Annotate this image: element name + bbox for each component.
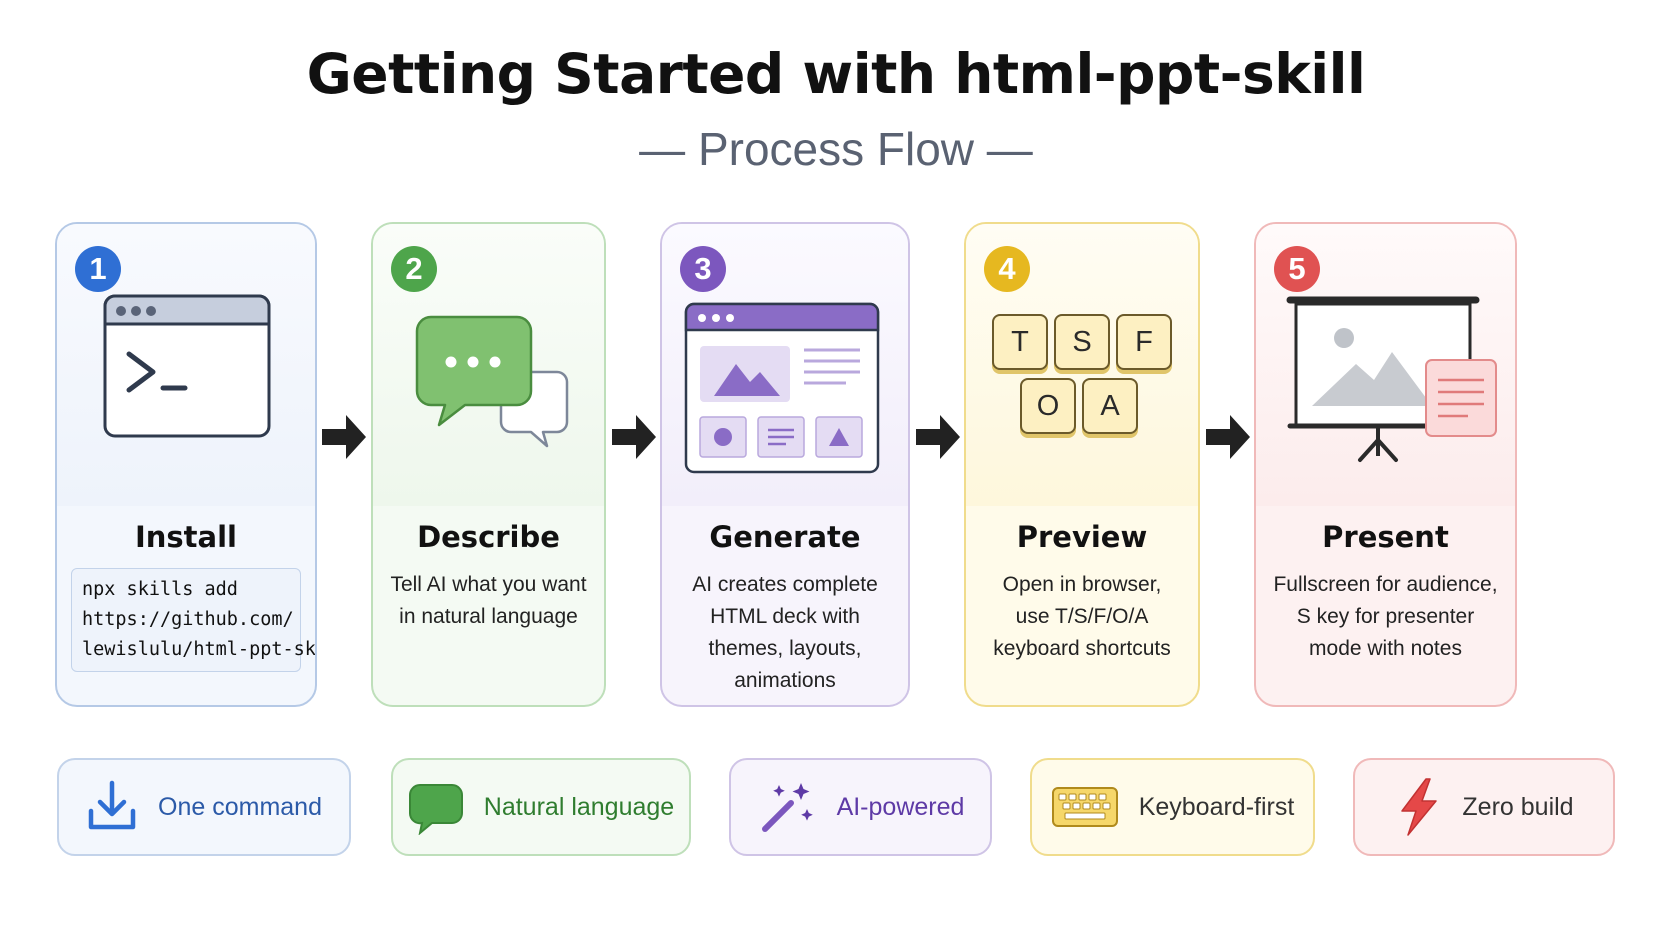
step-description: Tell AI what you want in natural languag…: [390, 573, 587, 628]
page-subtitle: — Process Flow —: [639, 123, 1033, 175]
lightning-icon: [1401, 778, 1438, 836]
feature-label: Natural language: [483, 792, 675, 821]
step-title: Preview: [1016, 520, 1148, 554]
keyboard-icon: [1051, 787, 1118, 827]
arrow-right-icon: [1206, 415, 1250, 459]
key-a: A: [1082, 378, 1138, 434]
download-icon: [88, 780, 136, 830]
web-page-layout-icon: [684, 302, 880, 474]
feature-zero-build: Zero build: [1353, 758, 1615, 856]
feature-label: Keyboard-first: [1138, 792, 1295, 821]
key-o: O: [1020, 378, 1076, 434]
install-command-code: npx skills add https://github.com/ lewis…: [71, 568, 315, 672]
step-title: Generate: [709, 520, 861, 554]
key-s: S: [1054, 314, 1110, 370]
arrow-right-icon: [322, 415, 366, 459]
step-number-badge: 1: [75, 246, 121, 292]
chat-bubbles-icon: [415, 315, 569, 448]
magic-wand-icon: [761, 783, 813, 832]
step-card-present: 5 Present Fullscreen for audience, S key…: [1254, 222, 1517, 707]
key-t: T: [992, 314, 1048, 370]
step-title: Present: [1322, 520, 1449, 554]
step-number-badge: 4: [984, 246, 1030, 292]
step-title: Describe: [417, 520, 560, 554]
feature-keyboard-first: Keyboard-first: [1030, 758, 1315, 856]
chat-bubble-icon: [408, 784, 463, 835]
page-title: Getting Started with html-ppt-skill: [306, 42, 1366, 106]
step-title: Install: [134, 520, 237, 554]
step-description: Open in browser, use T/S/F/O/A keyboard …: [993, 573, 1171, 660]
projector-screen-icon: [1286, 296, 1497, 462]
step-number-badge: 5: [1274, 246, 1320, 292]
key-f: F: [1116, 314, 1172, 370]
step-card-describe: 2 Describe Tell AI what you want in natu…: [371, 222, 606, 707]
feature-label: AI-powered: [836, 792, 965, 821]
step-description: AI creates complete HTML deck with theme…: [692, 573, 878, 692]
arrow-right-icon: [612, 415, 656, 459]
keyboard-shortcut-keys: T S F O A: [966, 224, 1198, 506]
step-card-install: 1 Install npx skills add https://github.…: [55, 222, 317, 707]
terminal-window-icon: [103, 294, 271, 438]
step-card-preview: 4 T S F O A Preview Open in browser, use…: [964, 222, 1200, 707]
feature-label: Zero build: [1462, 792, 1574, 821]
feature-label: One command: [158, 792, 322, 821]
step-number-badge: 3: [680, 246, 726, 292]
step-number-badge: 2: [391, 246, 437, 292]
feature-ai-powered: AI-powered: [729, 758, 992, 856]
feature-natural-language: Natural language: [391, 758, 691, 856]
step-description: Fullscreen for audience, S key for prese…: [1273, 573, 1498, 660]
step-card-generate: 3 Generate AI creates complete HTML deck…: [660, 222, 910, 707]
feature-one-command: One command: [57, 758, 351, 856]
arrow-right-icon: [916, 415, 960, 459]
